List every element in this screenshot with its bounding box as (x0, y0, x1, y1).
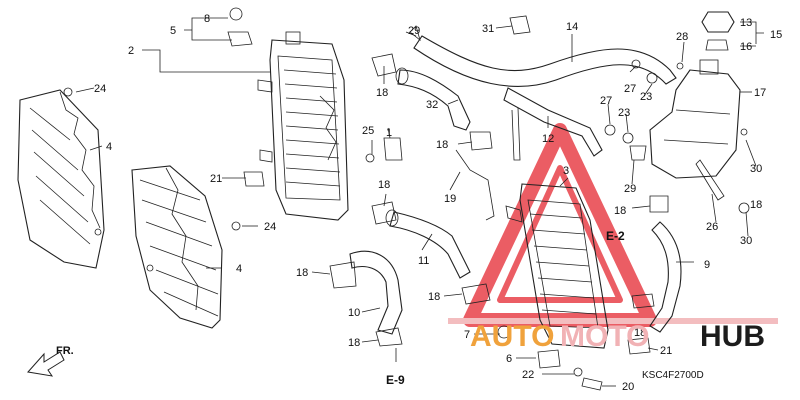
callout-labels: 1 2 3 4 4 5 6 7 8 9 10 11 12 13 14 15 16… (94, 13, 782, 393)
callout-15: 15 (770, 29, 782, 41)
callout-18: 18 (348, 337, 360, 349)
callout-5: 5 (170, 25, 176, 37)
watermark-text-auto: AUTO (470, 320, 554, 353)
callout-4: 4 (106, 141, 112, 153)
callout-8: 8 (204, 13, 210, 25)
front-direction-label: FR. (56, 345, 74, 357)
callout-14: 14 (566, 21, 578, 33)
callout-21: 21 (210, 173, 222, 185)
callout-18: 18 (428, 291, 440, 303)
callout-29: 29 (408, 25, 420, 37)
reference-e2: E-2 (606, 229, 625, 243)
callout-24: 24 (94, 83, 106, 95)
callout-1: 1 (386, 127, 392, 139)
radiator-cap (701, 11, 735, 51)
callout-23: 23 (618, 107, 630, 119)
callout-4: 4 (236, 263, 242, 275)
reserve-tank (649, 59, 748, 179)
hose-11 (385, 209, 471, 279)
watermark-text: AUTO MOTO HUB (470, 320, 765, 353)
callout-28: 28 (676, 31, 688, 43)
callout-27: 27 (624, 83, 636, 95)
callout-29: 29 (624, 183, 636, 195)
radiator-shroud-front (17, 89, 105, 269)
callout-26: 26 (706, 221, 718, 233)
radiator-left (257, 31, 349, 221)
callout-32: 32 (426, 99, 438, 111)
watermark-bar (448, 318, 778, 324)
hose-9 (649, 221, 682, 333)
callout-12: 12 (542, 133, 554, 145)
callout-23: 23 (640, 91, 652, 103)
hose-12 (503, 87, 603, 161)
callout-18: 18 (376, 87, 388, 99)
watermark-text-moto: MOTO (560, 320, 649, 353)
callout-21: 21 (660, 345, 672, 357)
callout-16: 16 (740, 41, 752, 53)
watermark-inner-triangle (497, 165, 623, 303)
callout-18: 18 (750, 199, 762, 211)
callout-9: 9 (704, 259, 710, 271)
callout-3: 3 (563, 165, 569, 177)
callout-27: 27 (600, 95, 612, 107)
callout-31: 31 (482, 23, 494, 35)
callout-18: 18 (614, 205, 626, 217)
hose-10 (349, 250, 403, 335)
callout-22: 22 (522, 369, 534, 381)
callout-18: 18 (634, 327, 646, 339)
callout-18: 18 (436, 139, 448, 151)
hardware-parts (63, 7, 750, 391)
hose-32 (395, 67, 471, 131)
callout-30: 30 (740, 235, 752, 247)
callout-20: 20 (622, 381, 634, 393)
front-direction-arrow: FR. (27, 345, 74, 377)
callout-7: 7 (464, 329, 470, 341)
callout-2: 2 (128, 45, 134, 57)
callout-10: 10 (348, 307, 360, 319)
callout-30: 30 (750, 163, 762, 175)
callout-19: 19 (444, 193, 456, 205)
watermark-logo (448, 123, 778, 327)
diagram-code: KSC4F2700D (642, 370, 704, 381)
watermark-triangle (463, 123, 657, 327)
radiator-cap-neck (285, 31, 301, 45)
callout-18: 18 (378, 179, 390, 191)
callout-25: 25 (362, 125, 374, 137)
radiator-right (505, 183, 609, 349)
callout-24: 24 (264, 221, 276, 233)
radiator-shroud-rear (131, 165, 223, 329)
hose-14 (413, 35, 677, 87)
callout-18: 18 (296, 267, 308, 279)
callout-13: 13 (740, 17, 752, 29)
callout-17: 17 (754, 87, 766, 99)
watermark-text-hub: HUB (700, 320, 765, 353)
reference-e9: E-9 (386, 373, 405, 387)
callout-6: 6 (506, 353, 512, 365)
leader-lines (75, 17, 764, 387)
callout-11: 11 (418, 255, 429, 267)
